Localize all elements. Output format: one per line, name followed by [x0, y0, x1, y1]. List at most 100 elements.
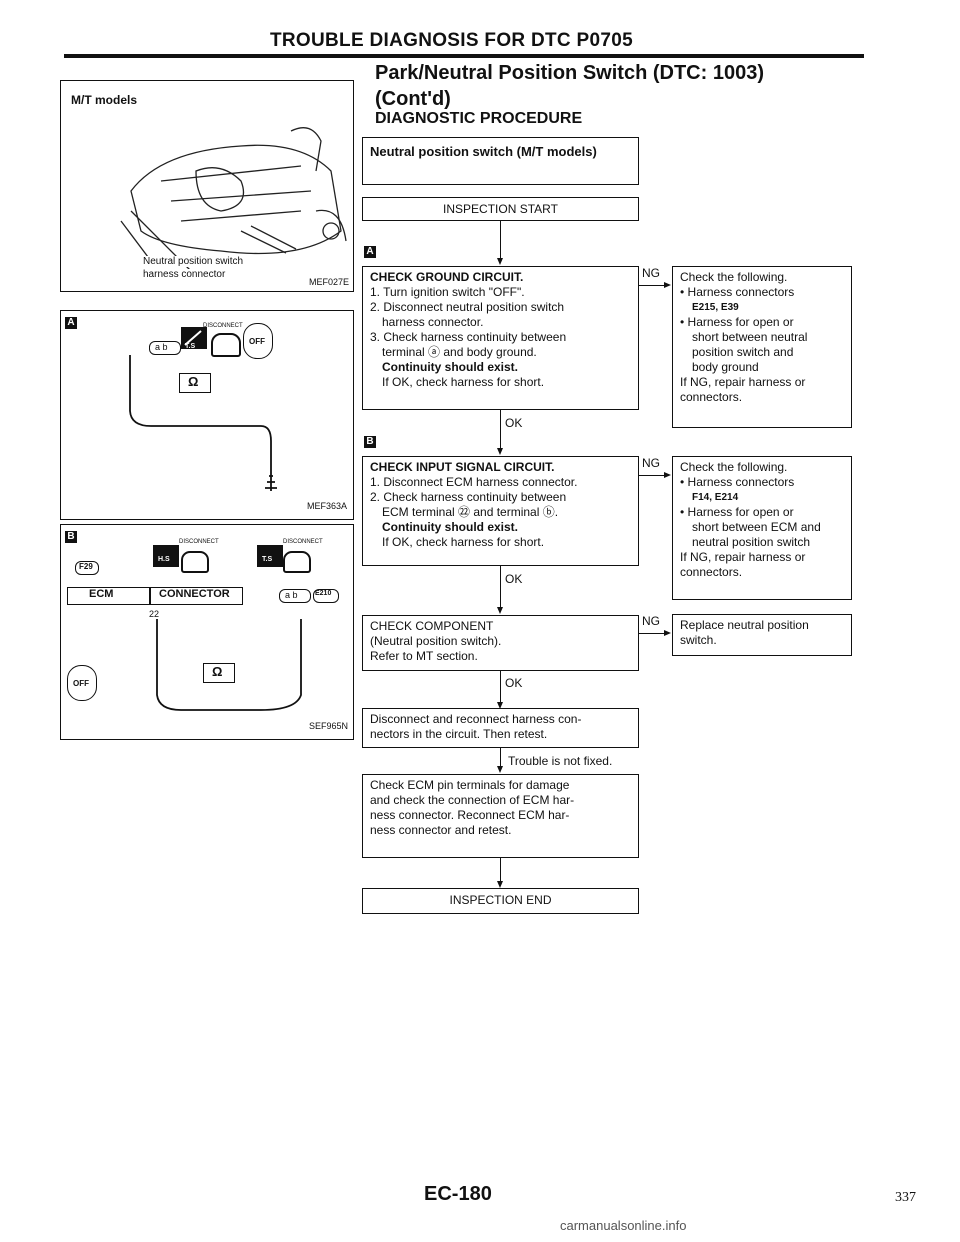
step-line: 1. Disconnect ECM harness connector. [370, 475, 578, 489]
step-criteria: Continuity should exist. [382, 520, 519, 534]
ts-label: T.S [262, 556, 273, 563]
ohmmeter [203, 663, 235, 683]
ts-label: T.S [185, 343, 196, 350]
connector-line [500, 858, 502, 884]
step-line: harness connector. [382, 315, 484, 329]
step-check-ground-circuit: CHECK GROUND CIRCUIT. 1. Turn ignition s… [362, 266, 639, 410]
ng-line-text: Check the following. [680, 460, 788, 474]
terminal-ab-connector [279, 589, 311, 603]
step-title: CHECK GROUND CIRCUIT. [370, 270, 524, 284]
ng-line [639, 285, 665, 287]
connector-line [500, 748, 502, 768]
step-line: If OK, check harness for short. [382, 535, 545, 549]
section-title: Park/Neutral Position Switch (DTC: 1003) [375, 62, 764, 84]
ok-label: OK [505, 416, 523, 430]
ecm-connector-block [67, 587, 243, 605]
probe-wires [129, 355, 277, 491]
disconnect-icon-1 [153, 545, 179, 567]
inspection-start-label: INSPECTION START [443, 202, 558, 216]
figure-a: A DISCONNECT T.S OFF a b Ω MEF363A [60, 310, 354, 520]
step-line: If OK, check harness for short. [382, 375, 545, 389]
procedure-heading: DIAGNOSTIC PROCEDURE [375, 110, 583, 127]
connector-line [500, 671, 502, 705]
ng-line-text: position switch and [692, 345, 794, 359]
step-line: terminal ⓐ and body ground. [382, 345, 537, 359]
step-reconnect-retest: Disconnect and reconnect harness con- ne… [362, 708, 639, 748]
ng-label: NG [642, 614, 660, 628]
off-label: OFF [73, 679, 89, 688]
arrow-down [497, 766, 503, 773]
ng-box-input-signal: Check the following. • Harness connector… [672, 456, 852, 600]
terminal-ab-connector [149, 341, 181, 355]
ng-line-text: If NG, repair harness or [680, 550, 806, 564]
ok-label: OK [505, 572, 523, 586]
ecm-label: ECM [89, 588, 114, 600]
inspection-end-box: INSPECTION END [362, 888, 639, 914]
step-line: Refer to MT section. [370, 649, 478, 663]
header-rule [64, 54, 864, 58]
disconnect-label: DISCONNECT [203, 323, 243, 329]
ng-line-text: body ground [692, 360, 759, 374]
figure-mt-models: M/T models Neutral position switch harne… [60, 80, 354, 292]
disconnect-icon-2 [257, 545, 283, 567]
page-number: 337 [895, 1190, 916, 1205]
figure-code: SEF965N [309, 721, 349, 731]
connector-icon-2 [283, 551, 311, 573]
terminal-ab-label: a b [155, 342, 168, 352]
figure-title: M/T models [71, 93, 138, 107]
ohm-symbol: Ω [188, 374, 199, 389]
ng-box-component: Replace neutral position switch. [672, 614, 852, 656]
disconnect-icon [181, 327, 207, 349]
step-criteria: Continuity should exist. [382, 360, 519, 374]
hs-label: H.S [158, 556, 170, 563]
step-line: 2. Check harness continuity between [370, 490, 567, 504]
ohm-symbol: Ω [212, 664, 223, 679]
step-line: ness connector. Reconnect ECM har- [370, 808, 570, 822]
figure-code: MEF363A [307, 501, 348, 511]
ng-line-text: connectors. [680, 390, 743, 404]
figure-b: B F29 H.S DISCONNECT T.S DISCONNECT ECM … [60, 524, 354, 740]
step-line: (Neutral position switch). [370, 634, 502, 648]
flow-title-box: Neutral position switch (M/T models) [362, 137, 639, 185]
arrow-down [497, 448, 503, 455]
step-line: Disconnect and reconnect harness con- [370, 712, 582, 726]
connector-f29-label: F29 [79, 562, 93, 571]
connector-icon [211, 333, 241, 357]
step-title: CHECK INPUT SIGNAL CIRCUIT. [370, 460, 555, 474]
connector-f29 [75, 561, 99, 575]
ng-line-text: • Harness connectors [680, 285, 795, 299]
figure-badge-b: B [65, 531, 77, 543]
arrow-down [497, 258, 503, 265]
ng-line-text: switch. [680, 633, 717, 647]
probe-wires [156, 619, 302, 711]
pin-22-label: 22 [149, 609, 160, 619]
step-check-component: CHECK COMPONENT (Neutral position switch… [362, 615, 639, 671]
ohmmeter [179, 373, 211, 393]
inspection-start-box: INSPECTION START [362, 197, 639, 221]
section-title-cont: (Cont'd) [375, 88, 451, 110]
step-line: 2. Disconnect neutral position switch [370, 300, 565, 314]
arrow-down [497, 702, 503, 709]
ng-line-text: Replace neutral position [680, 618, 809, 632]
step-line: Check ECM pin terminals for damage [370, 778, 570, 792]
page-header-title: TROUBLE DIAGNOSIS FOR DTC P0705 [270, 30, 633, 51]
ng-line [639, 633, 665, 635]
step-line: CHECK COMPONENT [370, 619, 494, 633]
inspection-end-label: INSPECTION END [449, 893, 552, 907]
page-code: EC-180 [424, 1183, 492, 1205]
ng-arrow [664, 282, 671, 288]
figure-badge-a: A [65, 317, 77, 329]
step-badge-b: B [364, 436, 376, 448]
ng-line-text: • Harness connectors [680, 475, 795, 489]
ng-line-text: Check the following. [680, 270, 788, 284]
ecm-divider [149, 587, 151, 605]
terminal-ab-label: a b [285, 590, 298, 600]
trouble-label: Trouble is not fixed. [508, 754, 613, 768]
ng-line-text: short between neutral [692, 330, 808, 344]
connector-line [500, 410, 502, 450]
arrow-down [497, 607, 503, 614]
connector-e210 [313, 589, 339, 603]
connector-label: CONNECTOR [159, 588, 230, 600]
step-check-ecm-pins: Check ECM pin terminals for damage and c… [362, 774, 639, 858]
step-line: ness connector and retest. [370, 823, 512, 837]
